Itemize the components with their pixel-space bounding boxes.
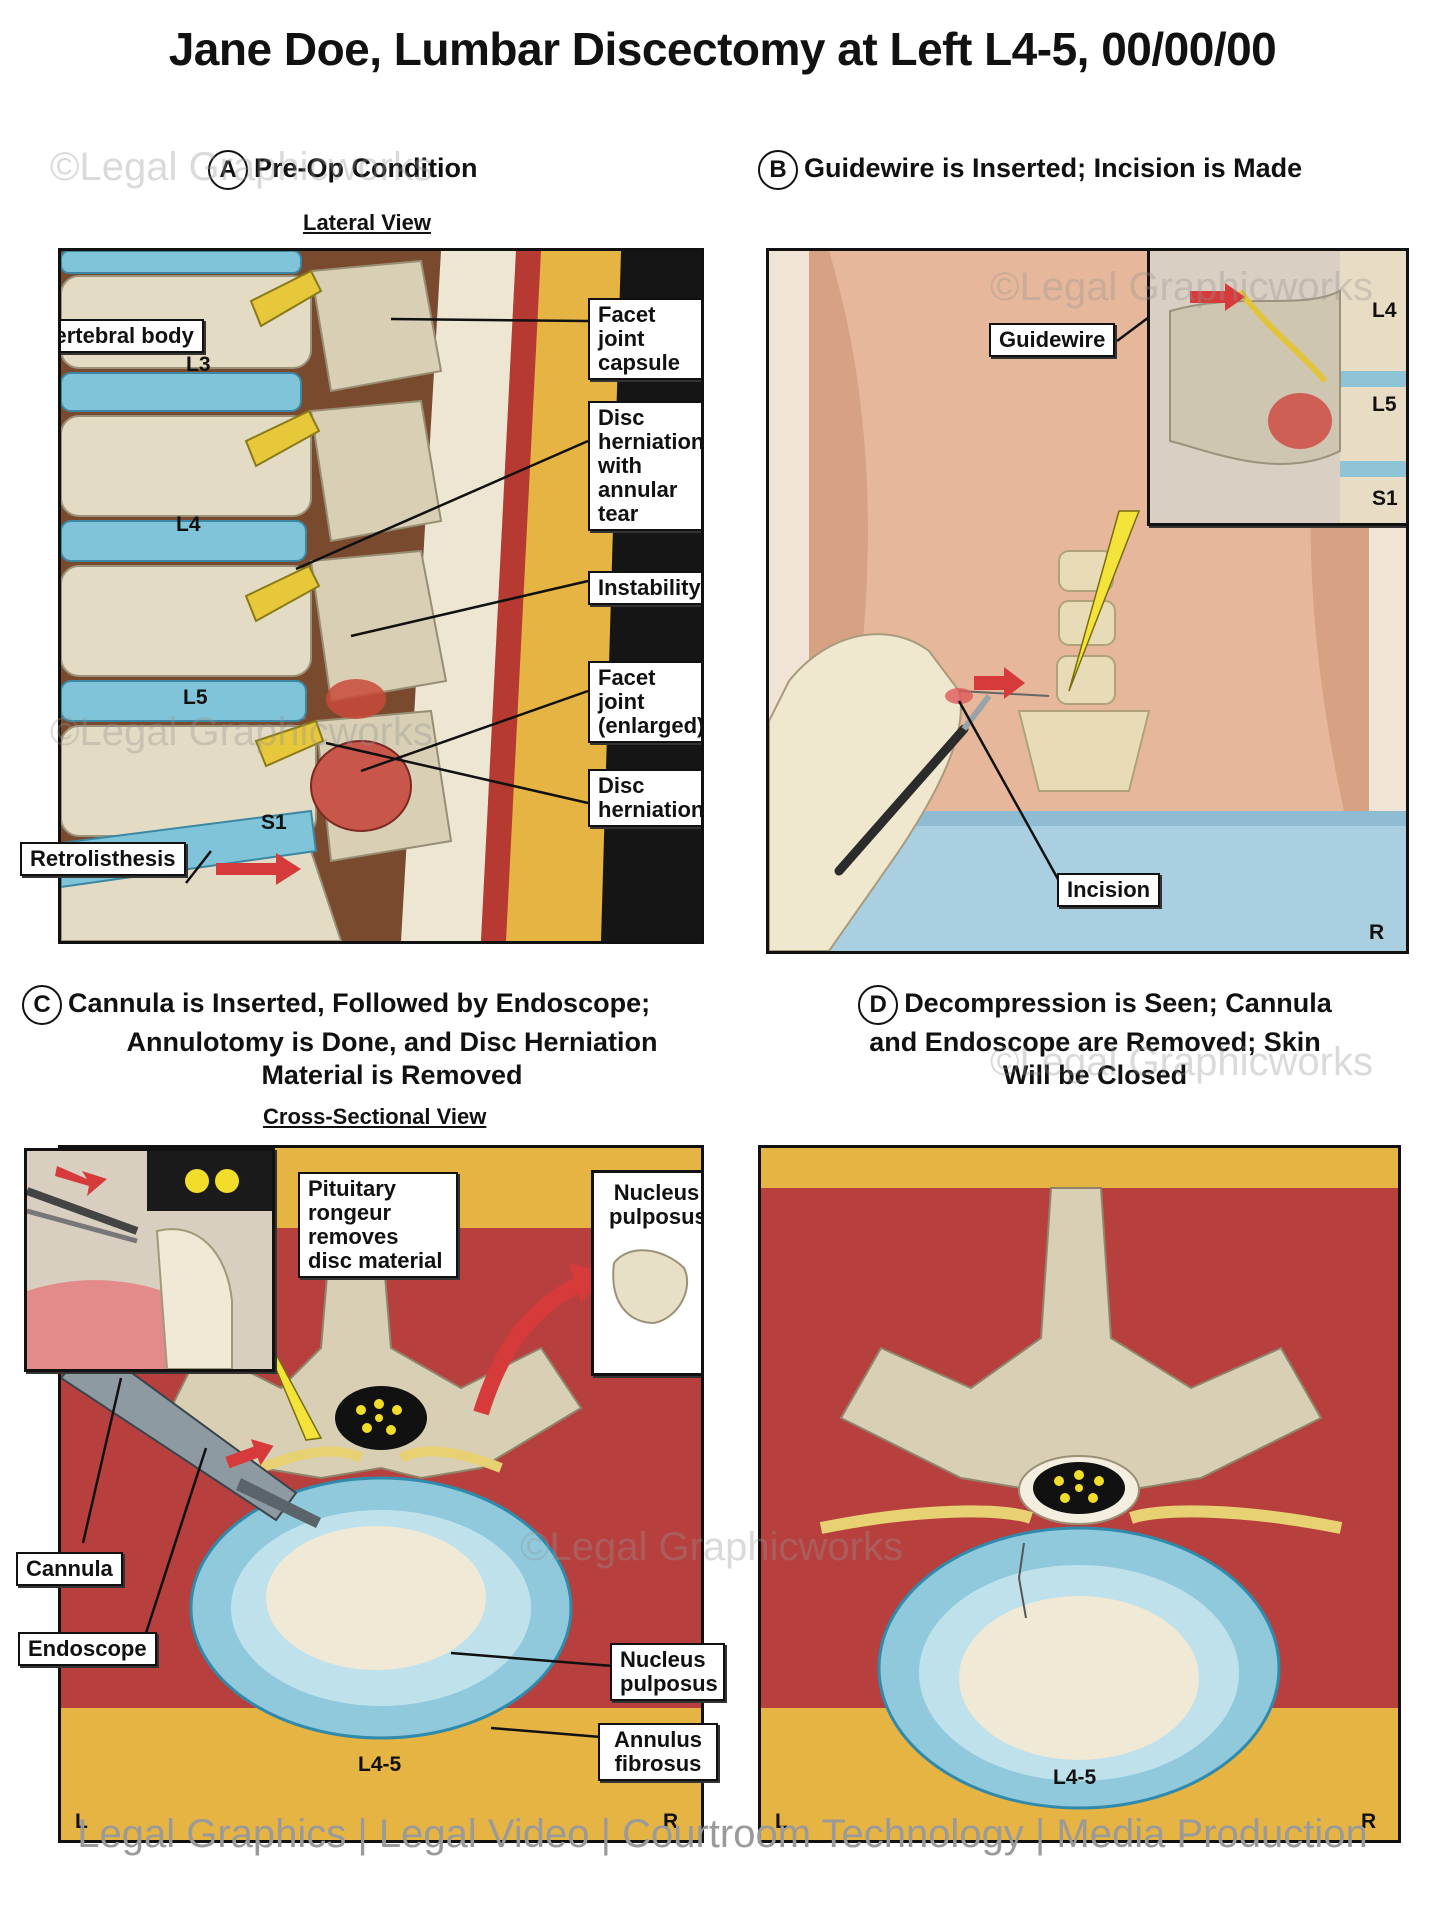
label-vertebral-body: Vertebral body (61, 319, 204, 353)
section-b-title: Guidewire is Inserted; Incision is Made (804, 153, 1303, 184)
label-annulus-fibrosus: Annulus fibrosus (598, 1723, 718, 1781)
section-b-letter: B (758, 150, 798, 190)
side-r-d: R (1361, 1810, 1377, 1833)
label-cannula: Cannula (16, 1552, 123, 1586)
panel-c-nucleus-inset (591, 1170, 701, 1376)
panel-b-inset: L4 L5 S1 (1147, 251, 1406, 526)
side-r-c: R (663, 1810, 679, 1833)
section-c-title-1: Cannula is Inserted, Followed by Endosco… (68, 988, 651, 1019)
inset-spine-closeup (1150, 251, 1406, 523)
label-disc-herniation: Disc herniation (588, 769, 701, 827)
footer-tagline: Legal Graphics | Legal Video | Courtroom… (77, 1812, 1368, 1856)
inset-level-l5: L5 (1372, 393, 1397, 416)
inset-level-s1: S1 (1372, 487, 1398, 510)
level-l3: L3 (186, 353, 211, 376)
level-l5: L5 (183, 686, 208, 709)
section-d-letter: D (858, 985, 899, 1025)
decompression-drawing (761, 1148, 1398, 1840)
panel-b-illustration: L4 L5 S1 Guidewire Incision R (766, 248, 1409, 954)
label-facet-enlarged: Facet joint (enlarged) (588, 661, 701, 743)
label-rongeur: Pituitary rongeur removes disc material (298, 1172, 458, 1278)
removed-nucleus-sample (594, 1173, 701, 1373)
panel-d-illustration: L4-5 L R (758, 1145, 1401, 1843)
section-c-title-3: Material is Removed (261, 1060, 523, 1090)
section-a-subheading: Lateral View (303, 210, 431, 235)
label-retrolisthesis: Retrolisthesis (20, 842, 186, 876)
label-instability: Instability (588, 571, 701, 605)
section-d-title-1: Decompression is Seen; Cannula (904, 988, 1332, 1019)
level-s1: S1 (261, 811, 287, 834)
side-l-c: L (75, 1810, 88, 1833)
label-nucleus-top: Nucleus pulposus (609, 1180, 704, 1229)
level-l4-5-d: L4-5 (1053, 1766, 1097, 1789)
label-disc-herniation-tear: Disc herniation with annular tear (588, 401, 701, 531)
level-l4-5-c: L4-5 (358, 1753, 402, 1776)
inset-level-l4: L4 (1372, 299, 1397, 322)
label-guidewire: Guidewire (989, 323, 1116, 357)
label-facet-capsule: Facet joint capsule (588, 298, 701, 380)
section-a-letter: A (208, 150, 248, 190)
section-a-title: Pre-Op Condition (254, 153, 478, 184)
section-c-title-2: Annulotomy is Done, and Disc Herniation (126, 1027, 658, 1057)
panel-c-rongeur-inset (24, 1148, 275, 1372)
side-l-d: L (775, 1810, 788, 1833)
label-endoscope: Endoscope (18, 1632, 157, 1666)
label-nucleus-pulposus: Nucleus pulposus (610, 1643, 725, 1701)
section-c-subheading: Cross-Sectional View (263, 1104, 487, 1129)
section-d-title-3: Will be Closed (1002, 1060, 1188, 1090)
section-c-letter: C (22, 985, 62, 1025)
section-d-title-2: and Endoscope are Removed; Skin (869, 1027, 1321, 1057)
page-title: Jane Doe, Lumbar Discectomy at Left L4-5… (168, 23, 1277, 75)
side-r: R (1369, 921, 1385, 944)
panel-a-illustration: Vertebral body L3 L4 L5 S1 Facet joint c… (58, 248, 704, 944)
level-l4: L4 (176, 513, 201, 536)
rongeur-closeup (27, 1151, 272, 1369)
label-incision: Incision (1057, 873, 1161, 907)
